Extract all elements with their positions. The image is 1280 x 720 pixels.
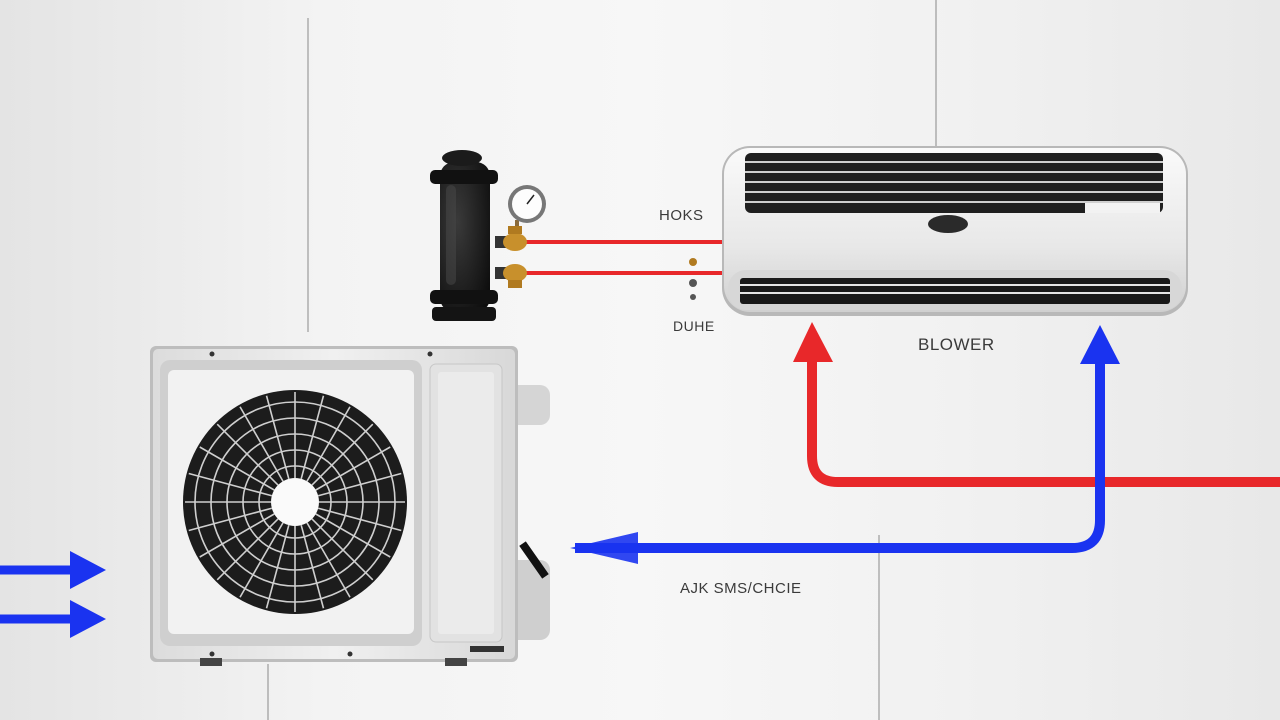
inflow-arrow-head — [70, 600, 106, 638]
pressure-gauge — [508, 185, 546, 236]
fan-spoke — [239, 406, 284, 482]
indoor-unit — [722, 146, 1188, 316]
upper-valve — [503, 233, 527, 251]
fan-spoke — [311, 518, 374, 581]
fan-spoke — [300, 524, 325, 609]
indoor-grille-upper — [745, 161, 1163, 203]
inflow-arrows — [0, 551, 106, 638]
fan-spoke — [315, 513, 391, 558]
fan-spoke — [317, 472, 402, 497]
fan-spoke — [216, 518, 279, 581]
fan-spoke — [199, 513, 275, 558]
indoor-display — [928, 215, 968, 233]
fan-spoke — [306, 522, 351, 598]
inflow-arrow-head — [70, 551, 106, 589]
hot-line — [807, 360, 1280, 487]
fan-spoke — [188, 472, 273, 497]
fan-spoke — [239, 522, 284, 598]
outdoor-unit — [150, 346, 550, 666]
fan-spoke — [265, 395, 290, 480]
fan-spoke — [315, 446, 391, 491]
fan-spoke — [199, 446, 275, 491]
refrigerant-lines — [525, 240, 725, 275]
accumulator-tank — [430, 150, 498, 321]
cold-line — [575, 360, 1105, 553]
cold-arrow-head — [1080, 325, 1120, 364]
fan-spoke — [317, 507, 402, 532]
fan-spoke — [306, 406, 351, 482]
fan-hub — [271, 478, 319, 526]
hot-arrow-head — [793, 322, 833, 362]
fan-spoke — [188, 507, 273, 532]
small-valve — [689, 258, 697, 266]
service-valves — [495, 226, 697, 300]
fan-spoke — [216, 423, 279, 486]
cold-return-head — [570, 532, 638, 564]
fan-spoke — [300, 395, 325, 480]
fan-spoke — [265, 524, 290, 609]
lower-valve — [503, 264, 527, 282]
fan-spoke — [311, 423, 374, 486]
outdoor-fan-guard — [183, 390, 407, 614]
lower-valve-label: DUHE — [673, 318, 715, 334]
return-line-label: AJK SMS/CHCIE — [680, 580, 802, 597]
indoor-louvers — [740, 284, 1170, 294]
valves-label: HOKS — [659, 207, 704, 224]
blower-label: BLOWER — [918, 335, 995, 354]
